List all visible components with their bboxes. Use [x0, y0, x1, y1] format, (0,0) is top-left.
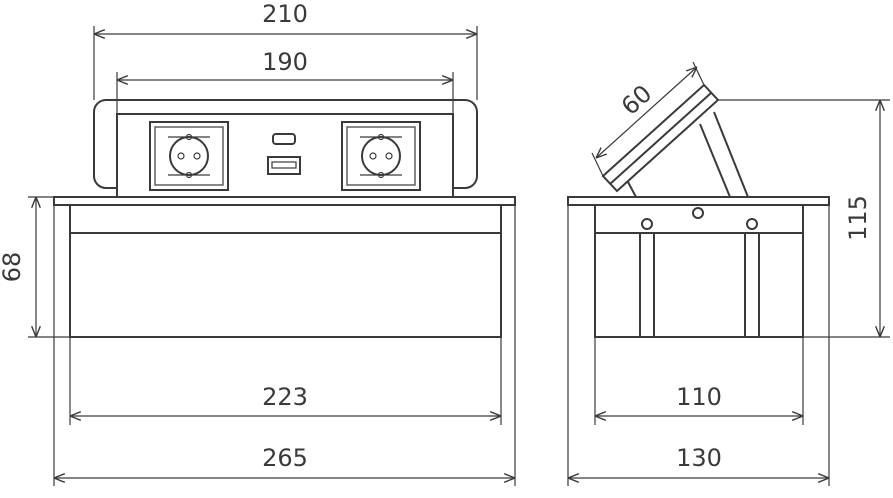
- dim-label-265: 265: [262, 444, 308, 472]
- dim-110: 110: [594, 337, 804, 425]
- dim-210: 210: [93, 0, 478, 100]
- dim-190: 190: [116, 48, 454, 114]
- usb-ports: [267, 133, 301, 175]
- side-flange: [567, 196, 830, 206]
- side-body: [594, 204, 804, 338]
- dim-223: 223: [69, 337, 502, 425]
- front-body: [69, 204, 502, 338]
- dim-label-115: 115: [844, 195, 872, 241]
- dim-265: 265: [53, 205, 516, 486]
- front-view: 210 190 68 223 265: [0, 0, 516, 486]
- side-view: 60 115 110 130: [567, 61, 890, 486]
- dim-label-190: 190: [262, 48, 308, 76]
- front-flange: [53, 196, 516, 206]
- dim-label-210: 210: [262, 0, 308, 28]
- dim-115: 115: [718, 99, 890, 338]
- dim-label-68: 68: [0, 252, 26, 283]
- socket-right: [341, 121, 421, 191]
- dim-130: 130: [567, 205, 830, 486]
- dim-label-60: 60: [616, 79, 657, 120]
- socket-left: [149, 121, 229, 191]
- dim-label-130: 130: [676, 444, 722, 472]
- dim-68: 68: [0, 196, 70, 338]
- dim-label-110: 110: [676, 383, 722, 411]
- dim-label-223: 223: [262, 383, 308, 411]
